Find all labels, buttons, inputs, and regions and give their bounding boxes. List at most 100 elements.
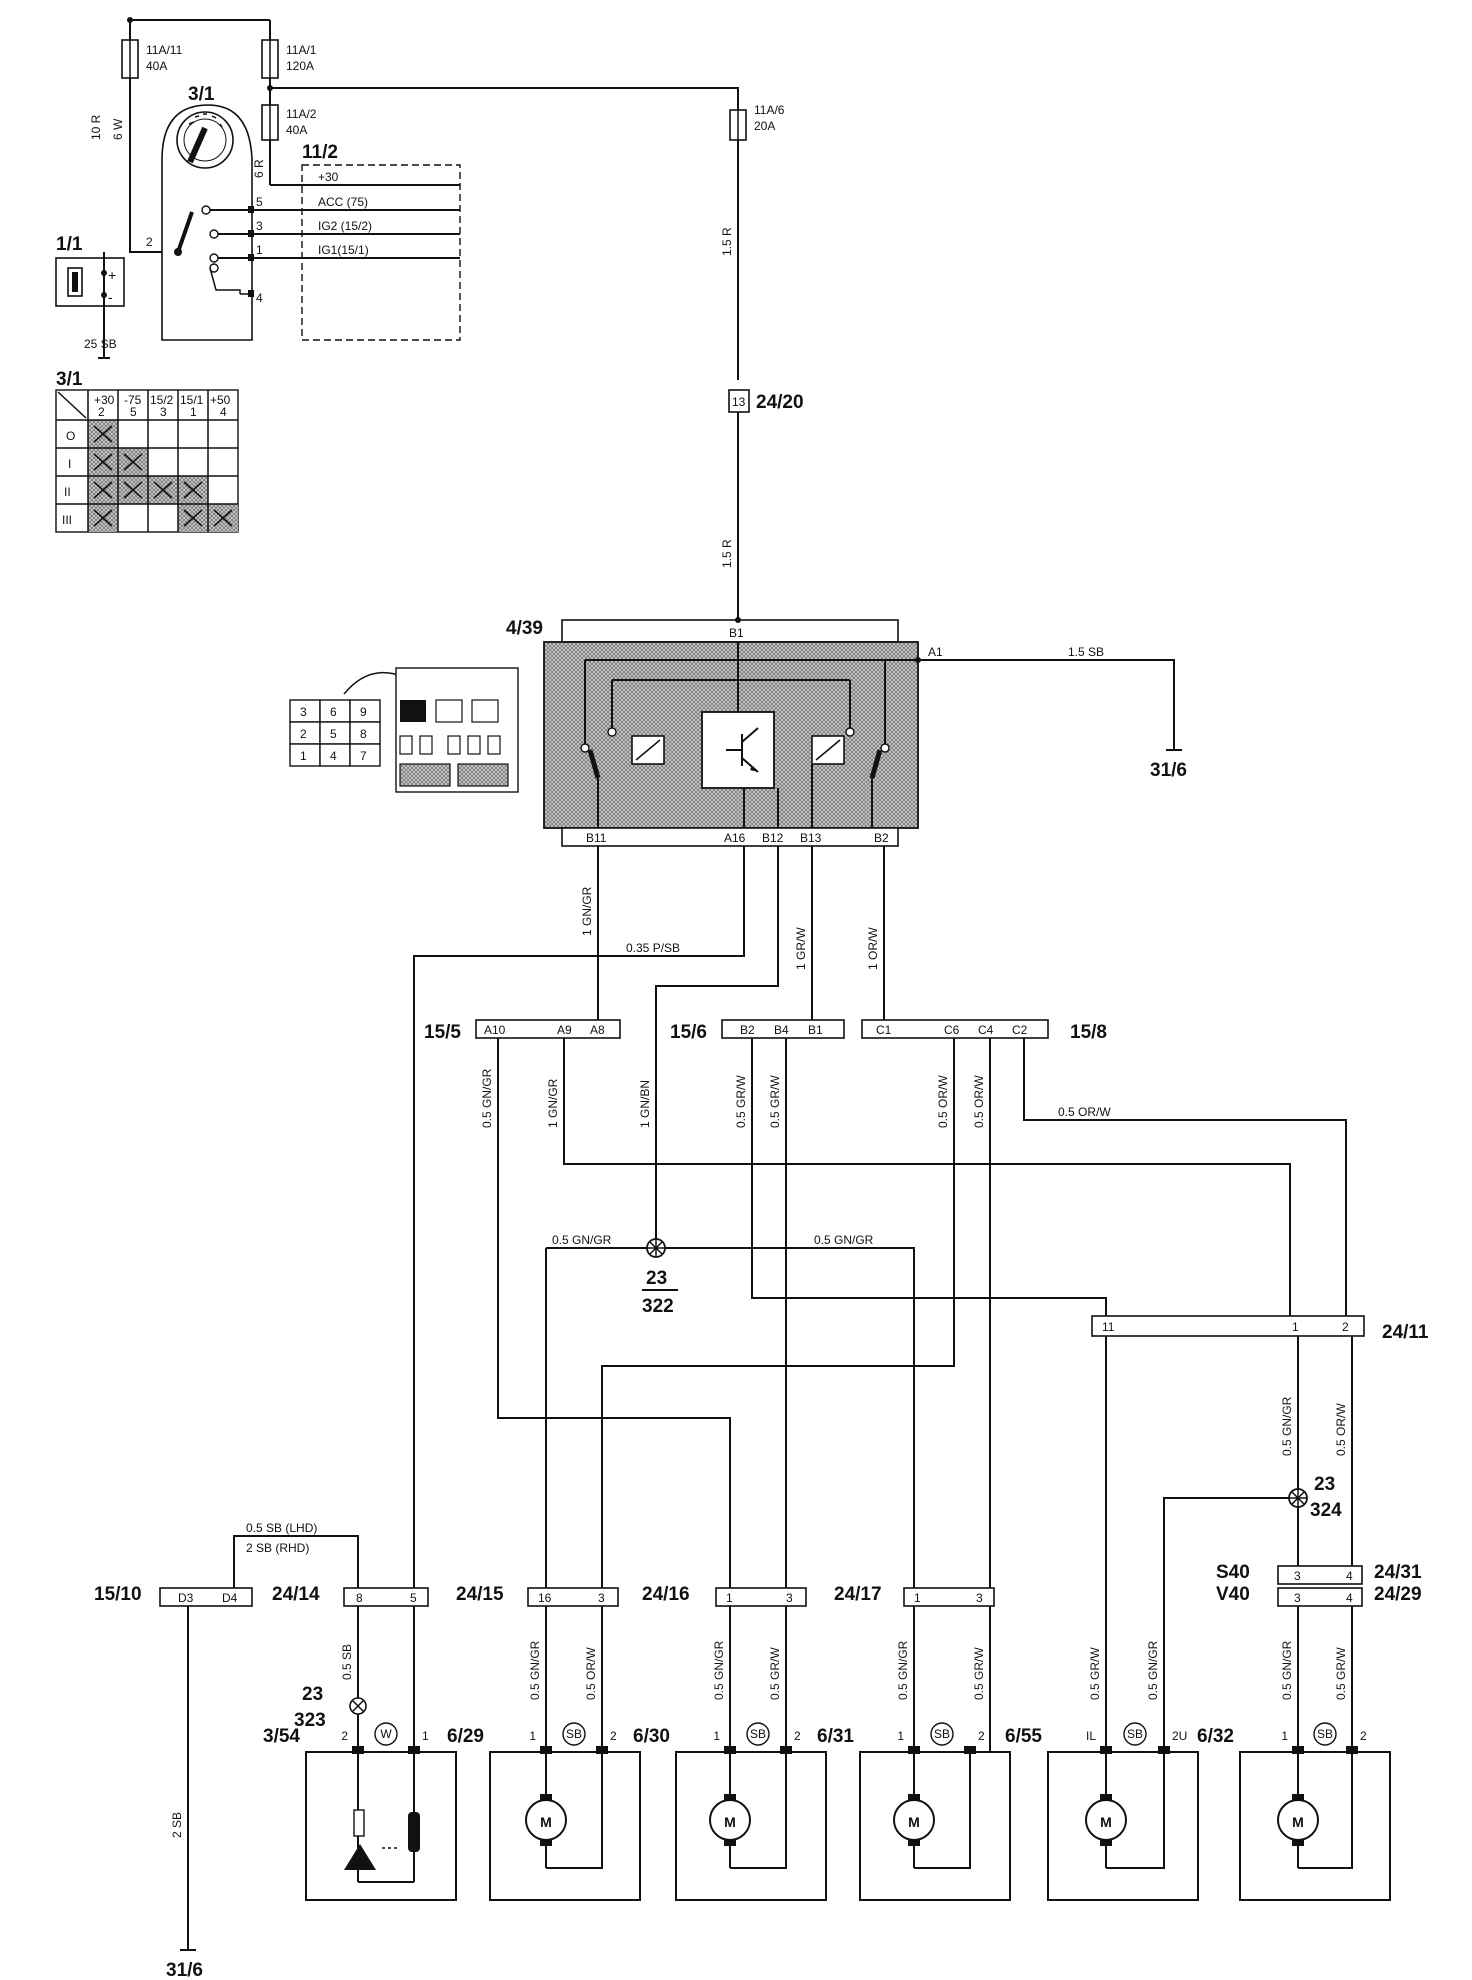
wire-label-2sb: 2 SB (170, 1812, 184, 1838)
connector-24-14-id: 24/14 (272, 1584, 320, 1605)
splice-322-bottom: 322 (642, 1296, 674, 1317)
connector-15-5-id: 15/5 (424, 1022, 461, 1043)
device-pin: 1 (897, 1729, 904, 1743)
fuse-11a-6: 11A/6 20A (729, 103, 785, 141)
connector-24-20-id: 24/20 (756, 392, 804, 413)
module-pin-b12: B12 (762, 831, 784, 845)
battery: 1/1 + - 25 SB (55, 234, 125, 359)
device-id: 6/32 (1197, 1726, 1234, 1747)
fuse-11a-11-id: 11A/11 (146, 43, 183, 57)
pin-tab (964, 1746, 976, 1754)
switch-col-3-top: 15/2 (150, 393, 174, 407)
fuse-11a-11-rating: 40A (146, 59, 167, 73)
svg-text:-: - (108, 289, 113, 305)
splice-323: 23 323 (294, 1684, 367, 1731)
pinout-1: 1 (300, 749, 307, 763)
wire-label-orw-05a: 0.5 OR/W (936, 1075, 950, 1128)
motor-brush (724, 1840, 736, 1846)
device-pin: 1 (529, 1729, 536, 1743)
motor-brush (1292, 1840, 1304, 1846)
wire-label-orw-r: 0.5 OR/W (1334, 1403, 1348, 1456)
connector-24-17-pin-1: 1 (914, 1591, 921, 1605)
pin-tab (1100, 1746, 1112, 1754)
switch-col-5-bottom: 4 (220, 405, 227, 419)
device-badge-text: SB (1317, 1727, 1333, 1741)
module-pin-b13: B13 (800, 831, 822, 845)
ground-31-6-top: 31/6 (1150, 760, 1187, 781)
pinout-8: 8 (360, 727, 367, 741)
motor-symbol: M (540, 1814, 552, 1830)
connector-24-31-id: 24/31 (1374, 1562, 1422, 1583)
central-module: 4/39 B1 B11 A16 B12 B13 B2 A1 1.5 SB (289, 617, 1187, 847)
motor-icon (709, 1799, 751, 1841)
connector-24-31-pin-3: 3 (1294, 1569, 1301, 1583)
connector-15-5-pin-a9: A9 (557, 1023, 572, 1037)
wire-label-6r: 6 R (252, 159, 266, 178)
device-id: 6/29 (447, 1726, 484, 1747)
device-pin: IL (1086, 1729, 1096, 1743)
splice-324-top: 23 (1314, 1474, 1335, 1495)
pin-tab (352, 1746, 364, 1754)
motor-symbol: M (724, 1814, 736, 1830)
switch-col-2-top: -75 (124, 393, 142, 407)
motor-brush (908, 1794, 920, 1800)
device-badge (746, 1722, 770, 1746)
pin-tab (1292, 1746, 1304, 1754)
fuse-11a-2-rating: 40A (286, 123, 307, 137)
connector-24-11-pin-1: 1 (1292, 1320, 1299, 1334)
module-pin-a16: A16 (724, 831, 746, 845)
wire-label-25sb: 25 SB (84, 337, 117, 351)
splice-323-top: 23 (302, 1684, 323, 1705)
switch-col-2-bottom: 5 (130, 405, 137, 419)
pin-tab (596, 1746, 608, 1754)
connector-24-20: 13 24/20 (728, 389, 804, 413)
connector-15-6-pin-b1: B1 (808, 1023, 823, 1037)
motor-brush (1100, 1840, 1112, 1846)
wire-label-e2: 0.5 GN/GR (1146, 1640, 1160, 1700)
wire-label-05sb: 0.5 SB (340, 1644, 354, 1680)
connector-24-14-pin-8: 8 (356, 1591, 363, 1605)
wire-label-psb: 0.35 P/SB (626, 941, 680, 955)
device-pin: 2U (1172, 1729, 1187, 1743)
switch-position-table: 3/1 +30 (55, 369, 239, 533)
connector-24-31: S40 3 4 24/31 (1216, 1562, 1422, 1585)
connector-24-17: 24/17 1 3 (834, 1584, 995, 1607)
connector-24-29-pin-4: 4 (1346, 1591, 1353, 1605)
pin-tab (540, 1746, 552, 1754)
device-pin: 2 (978, 1729, 985, 1743)
device-3-54: 3/54 2 1 W (263, 1722, 457, 1901)
connector-24-31-variant: S40 (1216, 1562, 1250, 1583)
device-badge-text: SB (934, 1727, 950, 1741)
connector-15-6-pin-b4: B4 (774, 1023, 789, 1037)
pinout-3: 3 (300, 705, 307, 719)
battery-id: 1/1 (56, 234, 83, 255)
device-pin: 2 (341, 1729, 348, 1743)
switch-pin-2: 2 (146, 235, 153, 249)
connector-15-10-pin-d3: D3 (178, 1591, 194, 1605)
wire-label-gngr-r: 0.5 GN/GR (1280, 1396, 1294, 1456)
switch-col-5-top: +50 (210, 393, 231, 407)
motor-return (1298, 1752, 1353, 1869)
connector-24-11-id: 24/11 (1382, 1322, 1429, 1343)
terminal-ig2-label: IG2 (15/2) (318, 219, 372, 233)
switch-col-4-top: 15/1 (180, 393, 204, 407)
connector-24-16-id: 24/16 (642, 1584, 690, 1605)
device-badge-text: W (380, 1727, 392, 1741)
connector-15-5-pin-a10: A10 (484, 1023, 506, 1037)
middle-wiring: 1 GN/GR 0.35 P/SB 1 GR/W 1 OR/W 15/5 A10… (413, 846, 1429, 1740)
ground-31-6-bottom: 31/6 (166, 1960, 203, 1980)
device-pin: 1 (422, 1729, 429, 1743)
connector-24-14-pin-5: 5 (410, 1591, 417, 1605)
splice-322: 0.5 GN/GR 0.5 GN/GR 23 322 (545, 1233, 915, 1588)
terminal-ig1-label: IG1(15/1) (318, 243, 369, 257)
switch-row-1: I (68, 457, 71, 471)
splice-322-top: 23 (646, 1268, 667, 1289)
motor-return (914, 1752, 971, 1869)
fuse-11a-11: 11A/11 40A (121, 39, 183, 79)
device-id: 3/54 (263, 1726, 300, 1747)
connector-24-29-pin-3: 3 (1294, 1591, 1301, 1605)
switch-col-1-bottom: 2 (98, 405, 105, 419)
device-pin: 1 (713, 1729, 720, 1743)
switch-col-4-bottom: 1 (190, 405, 197, 419)
